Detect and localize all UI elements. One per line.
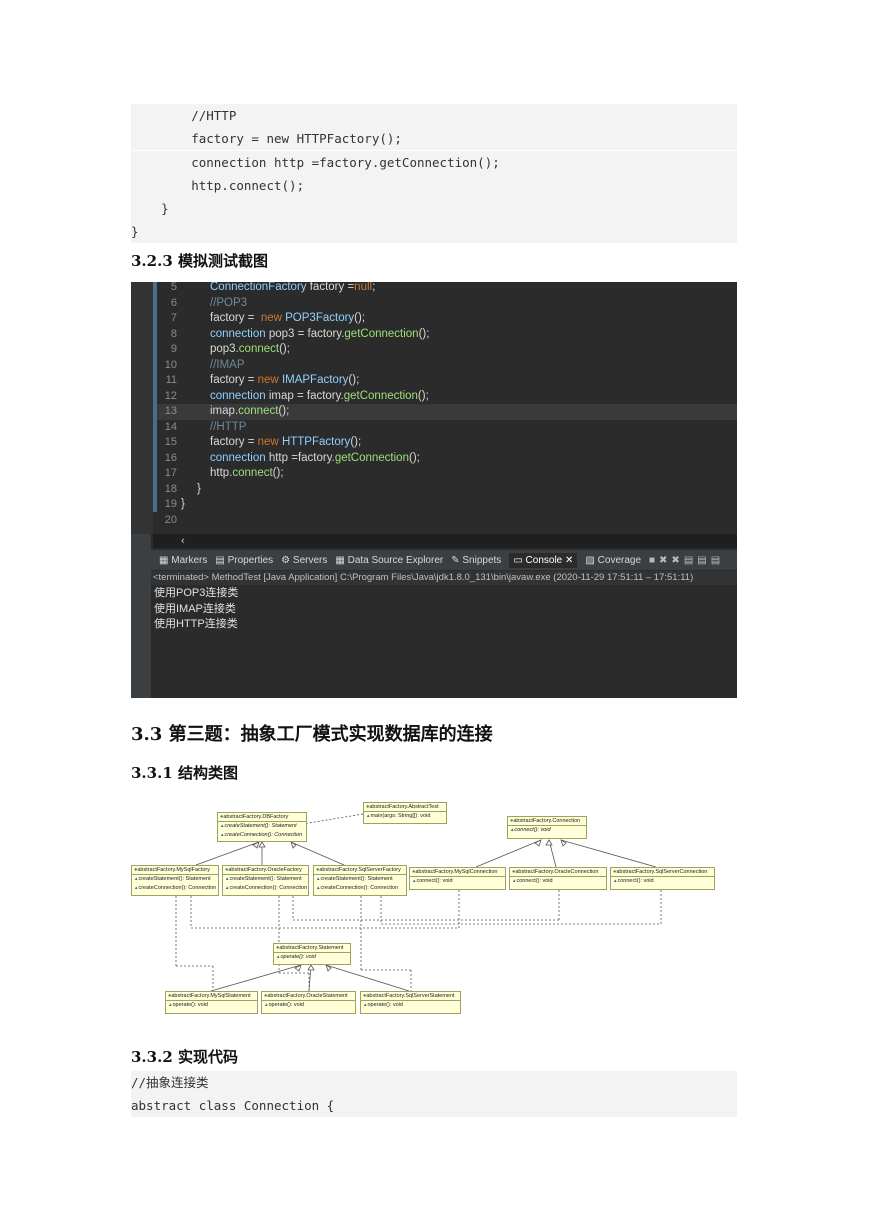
code-text: connection http =factory.getConnection()… [210,451,420,464]
tab-data-source-explorer[interactable]: ▦ Data Source Explorer [335,554,444,566]
editor-line: 13 imap.connect(); [157,404,737,420]
code-text: factory = new HTTPFactory(); [210,436,362,448]
code-line: //抽象连接类 [131,1075,209,1090]
uml-connectors [175,813,662,992]
line-number: 12 [164,389,177,402]
left-strip [131,534,151,698]
uml-class-connection: abstractFactory.Connection connect(): vo… [507,816,587,839]
tab-markers[interactable]: ▦ Markers [159,554,208,566]
code-text: factory = new IMAPFactory(); [210,374,360,386]
uml-class-sqlserverstatement: abstractFactory.SqlServerStatement opera… [360,991,461,1014]
code-text: pop3.connect(); [210,343,290,355]
uml-class-abstracttest: abstractFactory.AbstractTest main(args: … [363,802,447,824]
console-line: 使用IMAP连接类 [154,602,236,615]
editor-line: 15 factory = new HTTPFactory(); [157,435,737,451]
code-text: imap.connect(); [210,405,290,417]
line-number: 8 [170,327,177,340]
code-block-http: //HTTP factory = new HTTPFactory(); conn… [131,104,737,243]
line-number: 15 [164,436,177,448]
uml-class-sqlserverfactory: abstractFactory.SqlServerFactory createS… [313,865,407,896]
console-line: 使用HTTP连接类 [154,618,238,630]
uml-class-oracleconnection: abstractFactory.OracleConnection connect… [509,867,607,890]
editor-line: 8 connection pop3 = factory.getConnection… [157,327,737,343]
fold-marker [153,282,157,512]
editor-line: 18} [157,482,737,498]
console-status-line: <terminated> MethodTest [Java Applicatio… [151,571,737,585]
editor-line: 7 factory = new POP3Factory(); [157,311,737,327]
section-heading-3-3-2: 3.3.2 实现代码 [131,1048,238,1066]
line-number: 18 [164,482,177,495]
code-text: http.connect(); [210,467,284,479]
editor-line: 9 pop3.connect(); [157,342,737,358]
code-line: //HTTP [131,108,237,123]
editor-line: 12 connection imap = factory.getConnectio… [157,389,737,405]
uml-class-diagram: abstractFactory.DBFactory createStatemen… [131,798,737,1030]
editor-line: 17 http.connect(); [157,466,737,482]
code-line: abstract class Connection { [131,1098,335,1113]
code-text: //POP3 [210,296,248,309]
line-number: 14 [164,420,177,433]
code-text: } [181,498,185,510]
line-number: 9 [170,343,177,355]
section-heading-3-3-1: 3.3.1 结构类图 [131,764,238,782]
code-line: } [131,224,139,239]
line-gutter [131,282,153,534]
uml-class-mysqlfactory: abstractFactory.MySqlFactory createState… [131,865,219,896]
tab-servers[interactable]: ⚙ Servers [281,554,328,566]
line-number: 13 [164,405,177,417]
code-line: factory = new HTTPFactory(); [131,131,402,146]
uml-class-oraclestatement: abstractFactory.OracleStatement operate(… [261,991,356,1014]
code-line: connection http =factory.getConnection()… [131,150,737,174]
line-number: 20 [164,513,177,526]
editor-line: 10 //IMAP [157,358,737,374]
uml-class-oraclefactory: abstractFactory.OracleFactory createStat… [222,865,309,896]
horizontal-scrollbar[interactable]: ‹ [153,534,737,548]
uml-class-dbfactory: abstractFactory.DBFactory createStatemen… [217,812,307,842]
tab-coverage[interactable]: ▨ Coverage [585,554,642,566]
uml-class-statement: abstractFactory.Statement operate(): voi… [273,943,351,965]
code-line: } [131,201,169,216]
line-number: 16 [164,451,177,464]
section-heading-3-3: 3.3 第三题：抽象工厂模式实现数据库的连接 [131,724,493,745]
editor-line: 6 //POP3 [157,296,737,312]
console-output: 使用POP3连接类 使用IMAP连接类 使用HTTP连接类 [151,586,737,698]
code-text: //HTTP [210,420,247,433]
line-number: 5 [170,282,177,293]
editor-line: 20 [157,513,737,529]
uml-class-mysqlconnection: abstractFactory.MySqlConnection connect(… [409,867,506,890]
code-text: ConnectionFactory factory =null; [210,282,376,293]
code-text: factory = new POP3Factory(); [210,312,366,324]
tab-console[interactable]: ▭ Console ✕ [509,552,578,568]
uml-class-mysqlstatement: abstractFactory.MySqlStatement operate()… [165,991,258,1014]
line-number: 11 [165,374,177,386]
editor-line: 14 //HTTP [157,420,737,436]
view-tabs-bar: ▦ Markers ▤ Properties ⚙ Servers ▦ Data … [151,550,737,570]
code-block-connection: //抽象连接类 abstract class Connection { [131,1071,737,1117]
editor-line: 16 connection http =factory.getConnection… [157,451,737,467]
uml-class-sqlserverconnection: abstractFactory.SqlServerConnection conn… [610,867,715,890]
editor-code-area: 5 ConnectionFactory factory =null; 6 //POP3… [157,282,737,528]
ide-screenshot: 5 ConnectionFactory factory =null; 6 //POP3… [131,282,737,698]
line-number: 17 [164,467,177,479]
section-heading-3-2-3: 3.2.3 模拟测试截图 [131,252,268,270]
code-text: //IMAP [210,358,245,371]
line-number: 10 [164,358,177,371]
editor-line: 11 factory = new IMAPFactory(); [157,373,737,389]
code-line: http.connect(); [131,178,305,193]
line-number: 7 [170,312,177,324]
editor-line: 5 ConnectionFactory factory =null; [157,282,737,296]
tab-snippets[interactable]: ✎ Snippets [451,554,502,566]
code-text: connection pop3 = factory.getConnection(… [210,327,430,340]
code-text: connection imap = factory.getConnection(… [210,389,429,402]
line-number: 6 [170,296,177,309]
code-text: } [197,482,201,495]
console-line: 使用POP3连接类 [154,587,239,599]
console-toolbar-icons[interactable]: ■✖✖▤▤▤ [649,554,725,566]
editor-line: 19} [157,497,737,513]
tab-properties[interactable]: ▤ Properties [215,554,274,566]
line-number: 19 [164,498,177,510]
